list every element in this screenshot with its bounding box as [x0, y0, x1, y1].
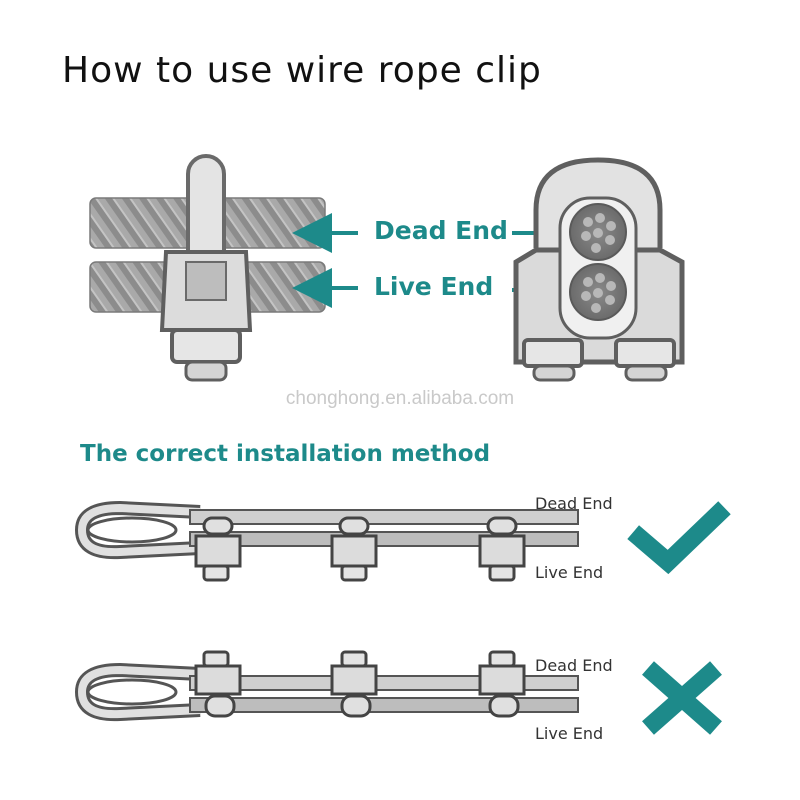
incorrect-installation-illustration	[74, 650, 579, 722]
side-view-clip	[89, 154, 326, 382]
example-1-live-end-label: Live End	[535, 563, 604, 582]
checkmark-icon	[627, 501, 731, 575]
rope-clip	[194, 516, 242, 582]
rope-clip	[330, 650, 378, 718]
rope-clip	[478, 516, 526, 582]
watermark: chonghong.en.alibaba.com	[285, 388, 515, 409]
rope-clip	[330, 516, 378, 582]
live-end-label: Live End	[374, 272, 494, 301]
section-subtitle: The correct installation method	[80, 441, 491, 467]
dead-end-label: Dead End	[374, 216, 508, 245]
rope-clip	[194, 650, 242, 718]
cross-section-clip	[513, 157, 685, 382]
nut	[170, 328, 242, 364]
example-2-dead-end-label: Dead End	[535, 656, 613, 675]
cross-icon	[642, 661, 722, 735]
page-title: How to use wire rope clip	[62, 50, 542, 91]
example-1-dead-end-label: Dead End	[535, 494, 613, 513]
correct-installation-illustration	[74, 500, 579, 582]
rope-clip	[478, 650, 526, 718]
example-2-live-end-label: Live End	[535, 724, 604, 743]
